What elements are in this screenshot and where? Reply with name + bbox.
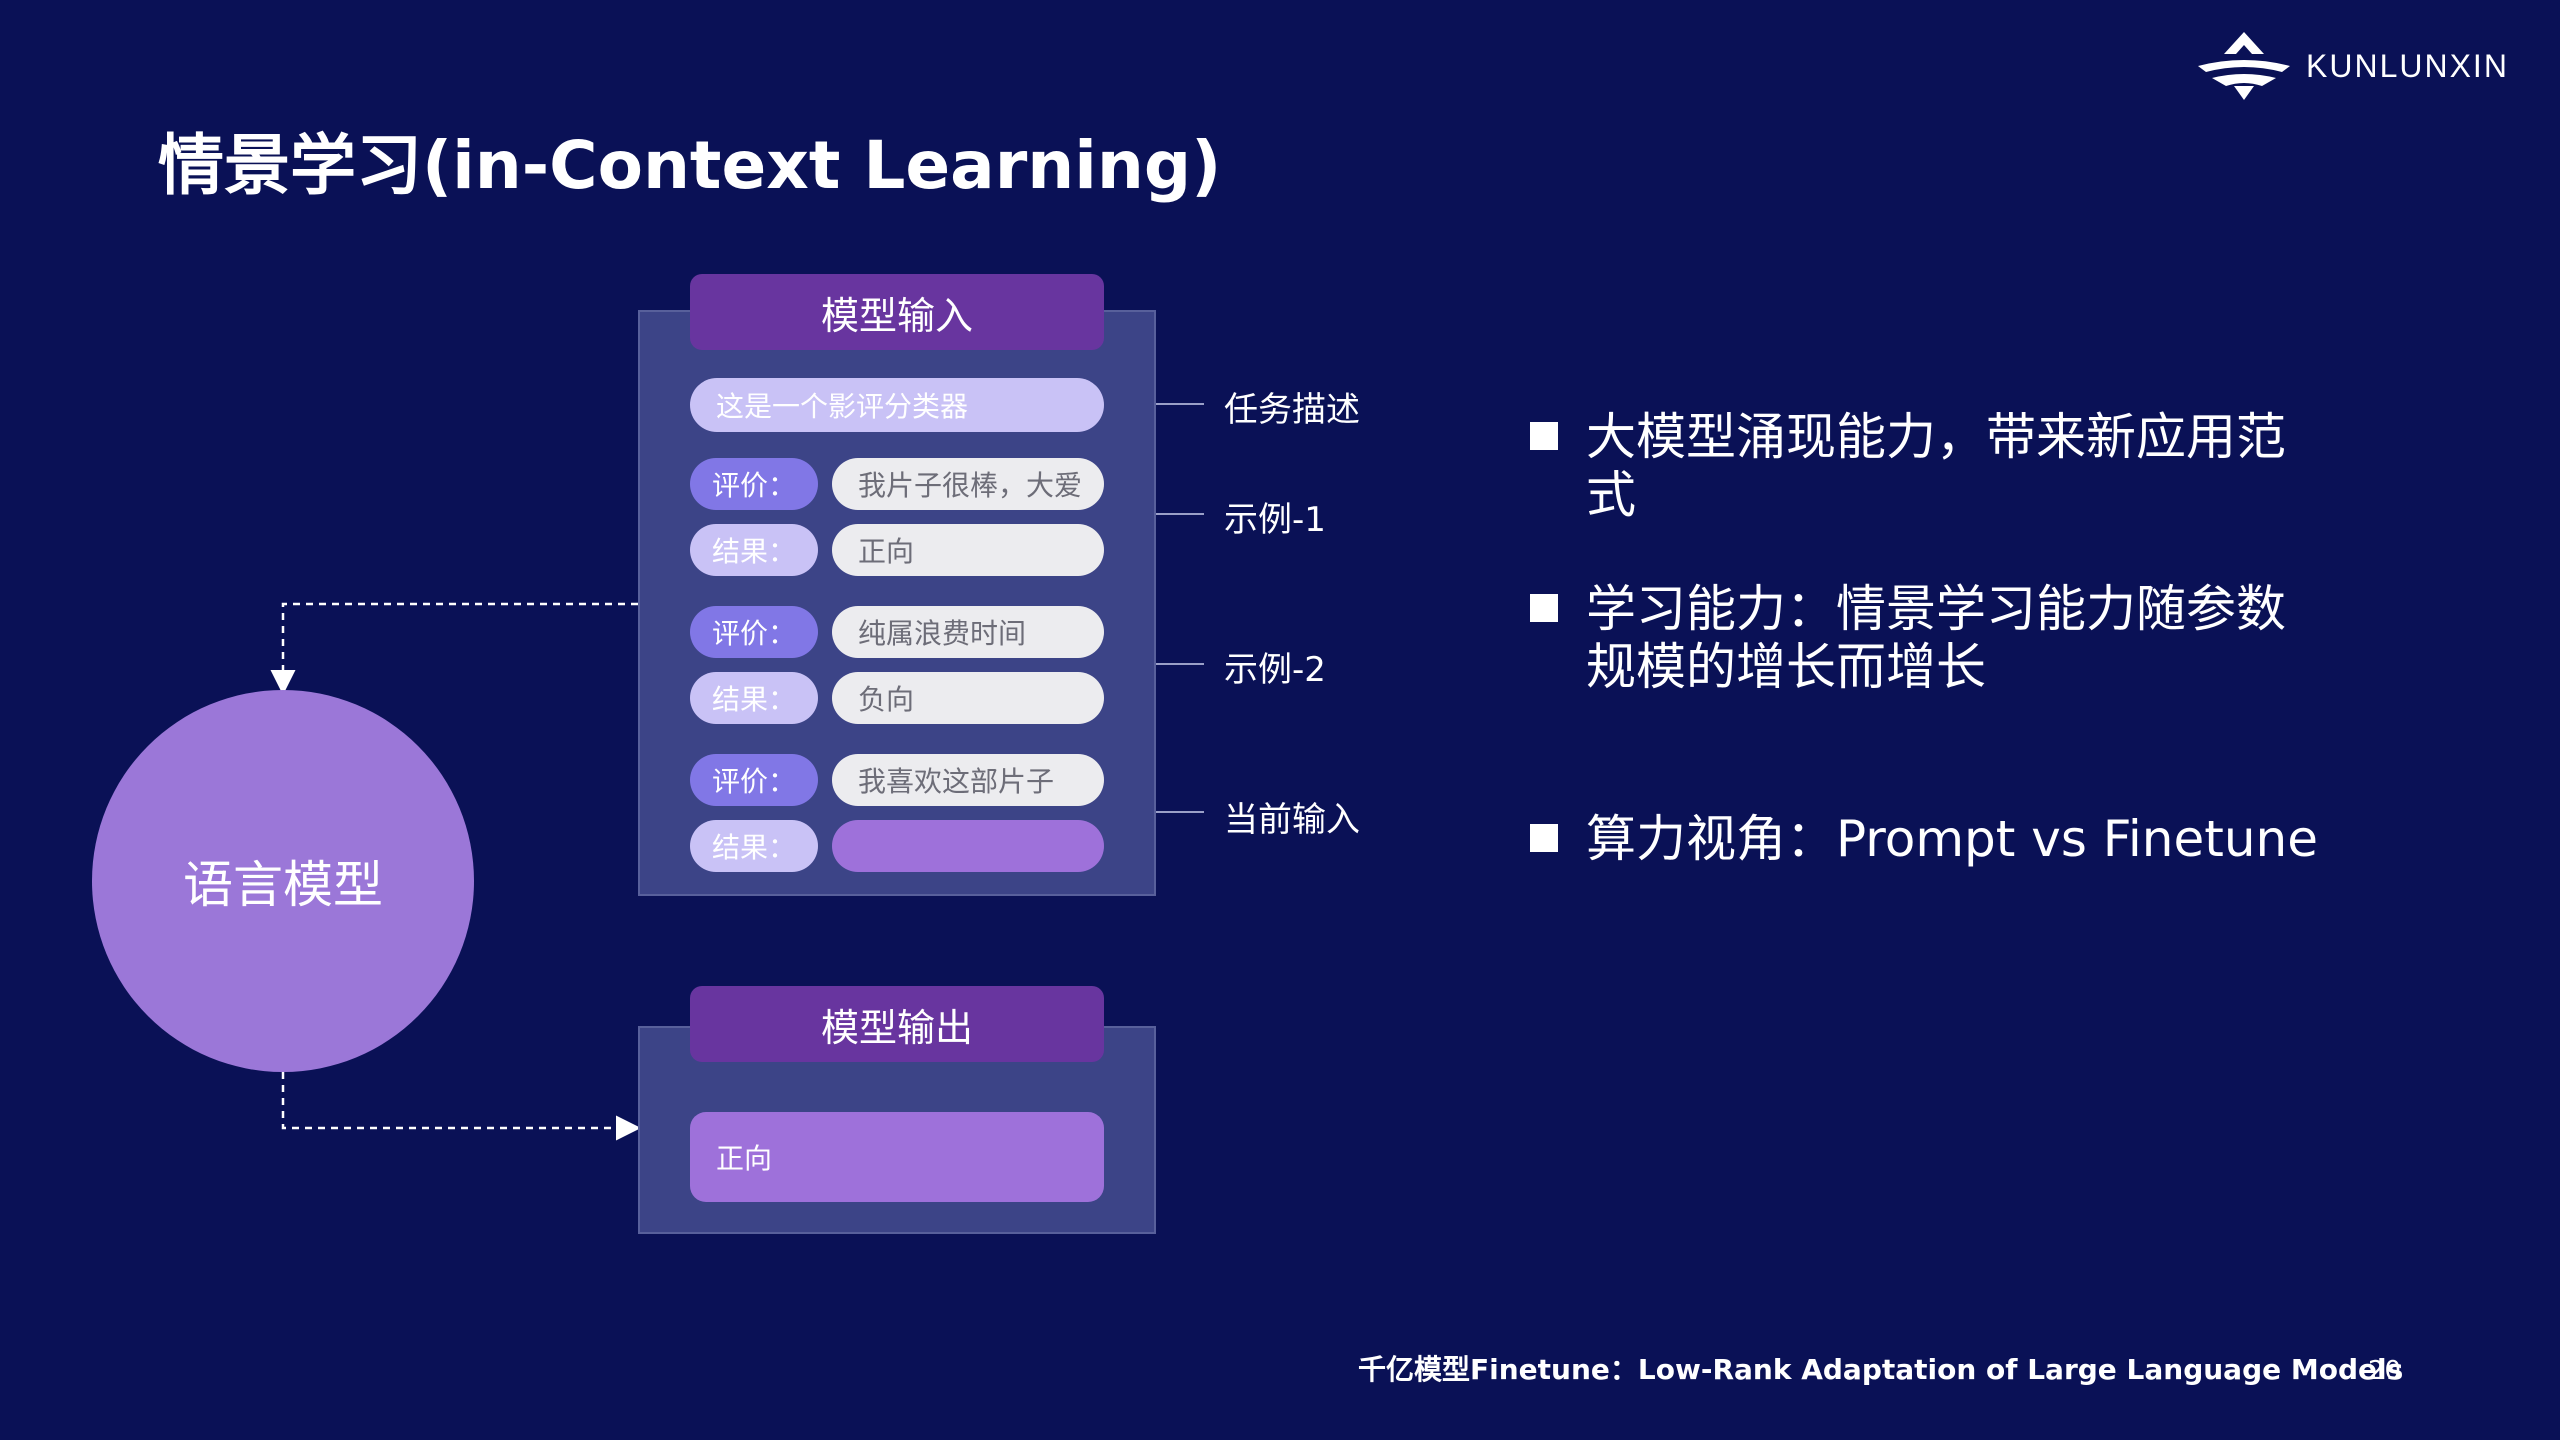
footer-reference: 千亿模型Finetune：Low-Rank Adaptation of Larg…: [1358, 1353, 2404, 1386]
bullet-text: 大模型涌现能力，带来新应用范式: [1586, 408, 2286, 524]
example2-review-value: 纯属浪费时间: [832, 606, 1104, 658]
bullet-text: 算力视角：Prompt vs Finetune: [1586, 810, 2319, 868]
model-output-header: 模型输出: [690, 986, 1104, 1062]
example2-label: 示例-2: [1224, 650, 1326, 690]
current-result-value: [832, 820, 1104, 872]
kunlunxin-logo-icon: [2198, 32, 2290, 100]
input-to-model-arrow: [270, 602, 638, 695]
example1-result-value: 正向: [832, 524, 1104, 576]
task-description-label: 任务描述: [1224, 390, 1360, 430]
example1-review-label: 评价：: [690, 458, 818, 510]
language-model-node: 语言模型: [92, 690, 474, 1072]
example2-review-label: 评价：: [690, 606, 818, 658]
example1-review-value: 我片子很棒，大爱: [832, 458, 1104, 510]
example1-label: 示例-1: [1224, 500, 1326, 540]
example2-result-label: 结果：: [690, 672, 818, 724]
model-input-header: 模型输入: [690, 274, 1104, 350]
bullet-item: 算力视角：Prompt vs Finetune: [1530, 810, 2330, 868]
page-number: 20: [2368, 1356, 2402, 1386]
current-review-label: 评价：: [690, 754, 818, 806]
kunlunxin-logo: KUNLUNXIN: [2190, 28, 2520, 104]
page-title: 情景学习(in-Context Learning): [158, 127, 1222, 204]
current-input-label: 当前输入: [1224, 800, 1360, 840]
model-to-output-arrow: [281, 1072, 641, 1141]
logo-text: KUNLUNXIN: [2306, 47, 2509, 84]
bullet-square-icon: [1530, 594, 1558, 622]
bullet-square-icon: [1530, 824, 1558, 852]
model-output-value: 正向: [690, 1112, 1104, 1202]
example2-result-value: 负向: [832, 672, 1104, 724]
bullet-square-icon: [1530, 422, 1558, 450]
bullet-text: 学习能力：情景学习能力随参数规模的增长而增长: [1586, 580, 2286, 696]
current-result-label: 结果：: [690, 820, 818, 872]
task-description-pill: 这是一个影评分类器: [690, 378, 1104, 432]
bullet-item: 大模型涌现能力，带来新应用范式: [1530, 408, 2330, 524]
bullet-item: 学习能力：情景学习能力随参数规模的增长而增长: [1530, 580, 2320, 696]
example1-result-label: 结果：: [690, 524, 818, 576]
current-review-value: 我喜欢这部片子: [832, 754, 1104, 806]
